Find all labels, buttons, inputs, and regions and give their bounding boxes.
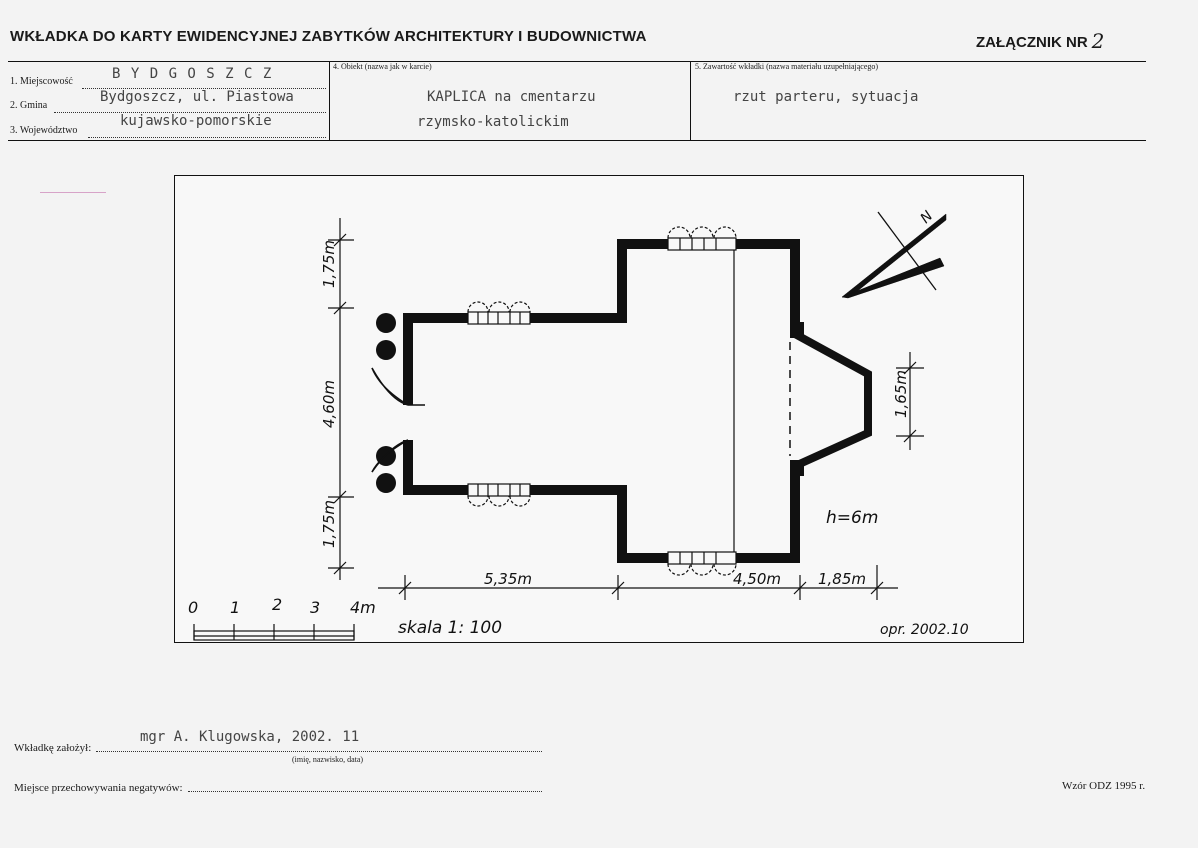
- bottom-dimension: [378, 565, 898, 600]
- window-lower-nave: [467, 483, 531, 507]
- storage-label: Miejsce przechowywania negatywów:: [14, 782, 183, 794]
- pilaster-lower: [790, 460, 804, 476]
- chapel-wall-upper: [403, 239, 800, 405]
- creator-value: mgr A. Klugowska, 2002. 11: [140, 729, 360, 745]
- chapel-wall-lower: [403, 440, 800, 563]
- locality-value: B Y D G O S Z C Z: [112, 66, 273, 82]
- dim-left-top: 1,75m: [320, 240, 338, 288]
- scale-tick-1: 1: [230, 598, 240, 617]
- scale-tick-4: 4m: [350, 598, 376, 617]
- commune-label: 2. Gmina: [10, 100, 48, 111]
- scale-bar: [193, 624, 355, 641]
- locality-underline: [82, 88, 326, 89]
- window-lower-transept: [667, 551, 737, 576]
- creator-hint: (imię, nazwisko, data): [292, 755, 364, 764]
- object-value-line1: KAPLICA na cmentarzu: [427, 89, 596, 105]
- creator-underline: [96, 751, 542, 752]
- apse-wall: [793, 330, 872, 470]
- storage-underline: [188, 791, 542, 792]
- contents-value: rzut parteru, sytuacja: [733, 89, 919, 105]
- north-arrow-icon: [841, 211, 947, 299]
- scale-text: skala 1: 100: [398, 618, 502, 638]
- dim-bottom-1: 5,35m: [484, 570, 532, 588]
- windows: [467, 226, 737, 576]
- left-dimension: [328, 218, 354, 580]
- column-4: [376, 473, 396, 493]
- dim-bottom-2: 4,50m: [733, 570, 781, 588]
- window-upper-nave: [467, 301, 531, 325]
- contents-label: 5. Zawartość wkładki (nazwa materiału uz…: [695, 62, 879, 71]
- commune-underline: [54, 112, 326, 113]
- window-upper-transept: [667, 226, 737, 251]
- column-1: [376, 313, 396, 333]
- dim-left-bottom: 1,75m: [320, 500, 338, 548]
- scale-tick-0: 0: [188, 598, 198, 617]
- locality-label: 1. Miejscowość: [10, 76, 73, 87]
- table-top-border: [8, 61, 1146, 62]
- dim-left-mid: 4,60m: [320, 380, 338, 428]
- author-note: opr. 2002.10: [880, 622, 969, 638]
- entrance-columns: [376, 313, 396, 493]
- chapel-plan: [403, 239, 872, 563]
- dim-apse: 1,65m: [892, 370, 910, 418]
- table-divider-1: [329, 61, 330, 140]
- pink-mark: [40, 192, 106, 193]
- creator-label: Wkładkę założył:: [14, 742, 92, 754]
- voivodeship-underline: [88, 137, 326, 138]
- voivodeship-label: 3. Województwo: [10, 125, 78, 136]
- object-value-line2: rzymsko-katolickim: [417, 114, 569, 130]
- annex-number: 2: [1091, 29, 1105, 53]
- form-id: Wzór ODZ 1995 r.: [1062, 780, 1146, 792]
- drawing-frame: [174, 175, 1024, 643]
- commune-value: Bydgoszcz, ul. Piastowa: [100, 89, 294, 105]
- scale-tick-3: 3: [310, 598, 320, 617]
- table-divider-2: [690, 61, 691, 140]
- dim-bottom-3: 1,85m: [818, 570, 866, 588]
- table-bottom-border: [8, 140, 1146, 141]
- pilaster-upper: [790, 322, 804, 338]
- entrance-door: [371, 367, 425, 473]
- voivodeship-value: kujawsko-pomorskie: [120, 113, 272, 129]
- scale-tick-2: 2: [272, 595, 282, 614]
- column-2: [376, 340, 396, 360]
- form-title: WKŁADKA DO KARTY EWIDENCYJNEJ ZABYTKÓW A…: [10, 28, 647, 45]
- object-label: 4. Obiekt (nazwa jak w karcie): [333, 62, 432, 71]
- annex-label-text: ZAŁĄCZNIK NR: [976, 34, 1088, 51]
- apse-dimension: [896, 352, 924, 450]
- height-note: h=6m: [826, 508, 878, 528]
